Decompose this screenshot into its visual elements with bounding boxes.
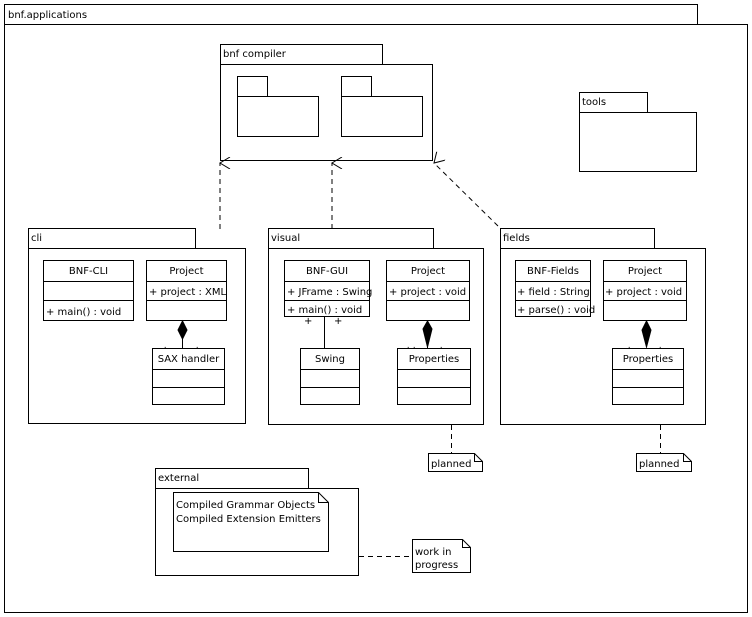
package-label-cli: cli: [31, 233, 42, 244]
external-line: Compiled Grammar Objects: [176, 500, 315, 511]
class-project-cli: Project + project : XML: [146, 260, 227, 321]
composition-diamond-fields: [641, 319, 652, 349]
attribute-jframe: + JFrame : Swing: [287, 287, 372, 298]
multiplicity-mark: +: [334, 316, 342, 327]
operation-parse: + parse() : void: [517, 305, 595, 316]
external-line: Compiled Extension Emitters: [176, 514, 321, 525]
composition-diamond-cli: [177, 319, 188, 341]
package-cli: cli BNF-CLI + main() : void Project + pr…: [28, 228, 246, 424]
class-name-project: Project: [169, 266, 203, 277]
note-work-in-progress: work in progress: [412, 539, 471, 573]
class-name-project: Project: [628, 266, 662, 277]
package-visual: visual BNF-GUI + JFrame : Swing + main()…: [268, 228, 484, 425]
operation-main: + main() : void: [46, 307, 121, 318]
package-bnf-compiler: bnf compiler: [220, 44, 433, 161]
multiplicity-mark: +: [304, 316, 312, 327]
class-project-visual: Project + project : void: [386, 260, 470, 321]
package-fields: fields BNF-Fields + field : String + par…: [500, 228, 706, 425]
class-name-sax-handler: SAX handler: [158, 354, 220, 365]
class-properties-visual: Properties: [397, 348, 471, 405]
attribute-field: + field : String: [517, 287, 590, 298]
class-name-bnf-gui: BNF-GUI: [306, 266, 348, 277]
note-fields-planned: planned: [636, 453, 692, 472]
note-visual-planned: planned: [428, 453, 483, 472]
attribute-project: + project : XML: [149, 287, 226, 298]
class-name-properties: Properties: [409, 354, 460, 365]
package-label-fields: fields: [503, 233, 530, 244]
dependency-fields-to-compiler: [434, 163, 499, 227]
class-name-swing: Swing: [315, 354, 345, 365]
attribute-project: + project : void: [605, 287, 682, 298]
class-bnf-fields: BNF-Fields + field : String + parse() : …: [515, 260, 595, 317]
class-name-bnf-cli: BNF-CLI: [69, 266, 108, 277]
class-name-properties: Properties: [623, 354, 674, 365]
class-bnf-cli: BNF-CLI + main() : void: [43, 260, 134, 321]
package-tools: tools: [579, 92, 697, 172]
package-label-bnf-compiler: bnf compiler: [223, 49, 287, 60]
operation-main: + main() : void: [287, 305, 362, 316]
external-note: Compiled Grammar Objects Compiled Extens…: [173, 492, 329, 552]
note-text: planned: [431, 459, 471, 470]
class-project-fields: Project + project : void: [603, 260, 687, 321]
attribute-project: + project : void: [389, 287, 466, 298]
class-swing: Swing: [300, 348, 360, 405]
package-external: external Compiled Grammar Objects Compil…: [155, 468, 359, 576]
composition-diamond-visual: [422, 319, 433, 348]
note-text: progress: [415, 560, 458, 571]
class-properties-fields: Properties: [612, 348, 684, 405]
subpackage-icon-left: [237, 76, 319, 137]
class-sax-handler: SAX handler: [152, 348, 225, 405]
note-text: planned: [639, 459, 679, 470]
class-name-bnf-fields: BNF-Fields: [527, 266, 579, 277]
subpackage-icon-right: [341, 76, 423, 137]
class-name-project: Project: [411, 266, 445, 277]
note-text: work in: [415, 547, 452, 558]
package-label-external: external: [158, 473, 199, 484]
package-label-tools: tools: [582, 97, 606, 108]
package-label-visual: visual: [271, 233, 300, 244]
package-label-bnf-applications: bnf.applications: [8, 10, 87, 21]
class-bnf-gui: BNF-GUI + JFrame : Swing + main() : void: [284, 260, 372, 317]
